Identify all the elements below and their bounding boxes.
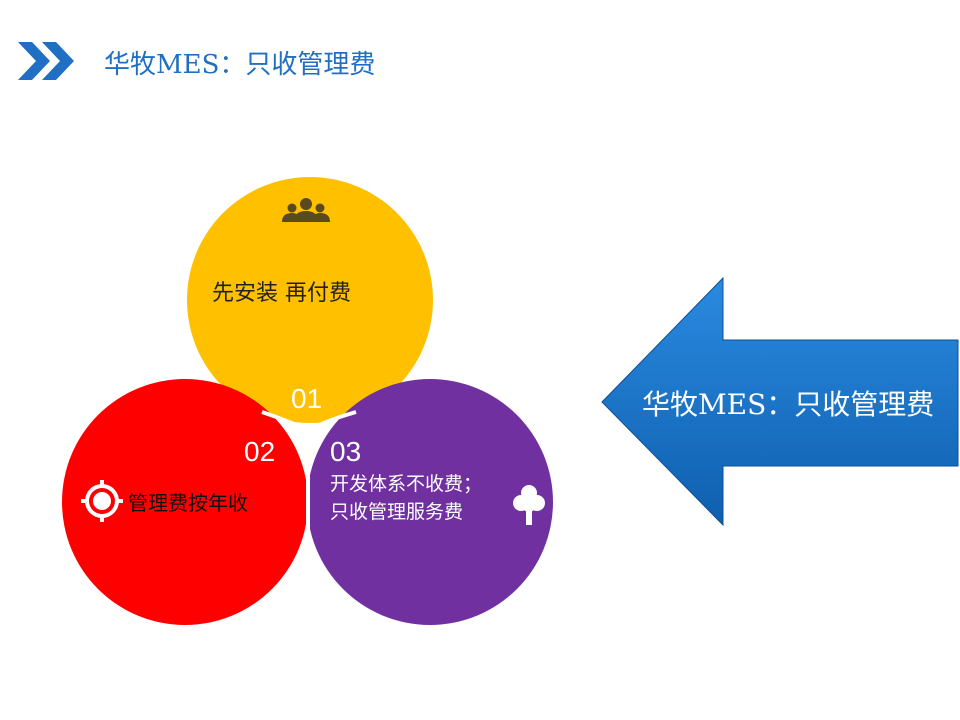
arrow-label: 华牧MES：只收管理费 — [642, 388, 935, 421]
circle-02-number: 02 — [244, 436, 276, 467]
circle-03-number: 03 — [330, 436, 362, 467]
circle-02-label: 管理费按年收 — [128, 491, 248, 515]
people-group-icon — [282, 198, 330, 222]
circle-03-label: 开发体系不收费； 只收管理服务费 — [330, 470, 482, 526]
circle-02 — [62, 379, 308, 625]
sun-gear-icon — [81, 480, 123, 522]
tree-icon — [513, 485, 545, 525]
circle-01-number: 01 — [291, 383, 323, 414]
circle-01-label: 先安装 再付费 — [212, 281, 351, 306]
circle-03-label-line2: 只收管理服务费 — [330, 501, 464, 523]
circle-03 — [307, 379, 553, 625]
circle-03-label-line1: 开发体系不收费； — [330, 473, 483, 495]
left-arrow-shape — [601, 276, 959, 527]
circle-01 — [187, 177, 433, 423]
page-title: 华牧MES：只收管理费 — [104, 50, 376, 80]
double-chevron-icon — [18, 42, 74, 80]
